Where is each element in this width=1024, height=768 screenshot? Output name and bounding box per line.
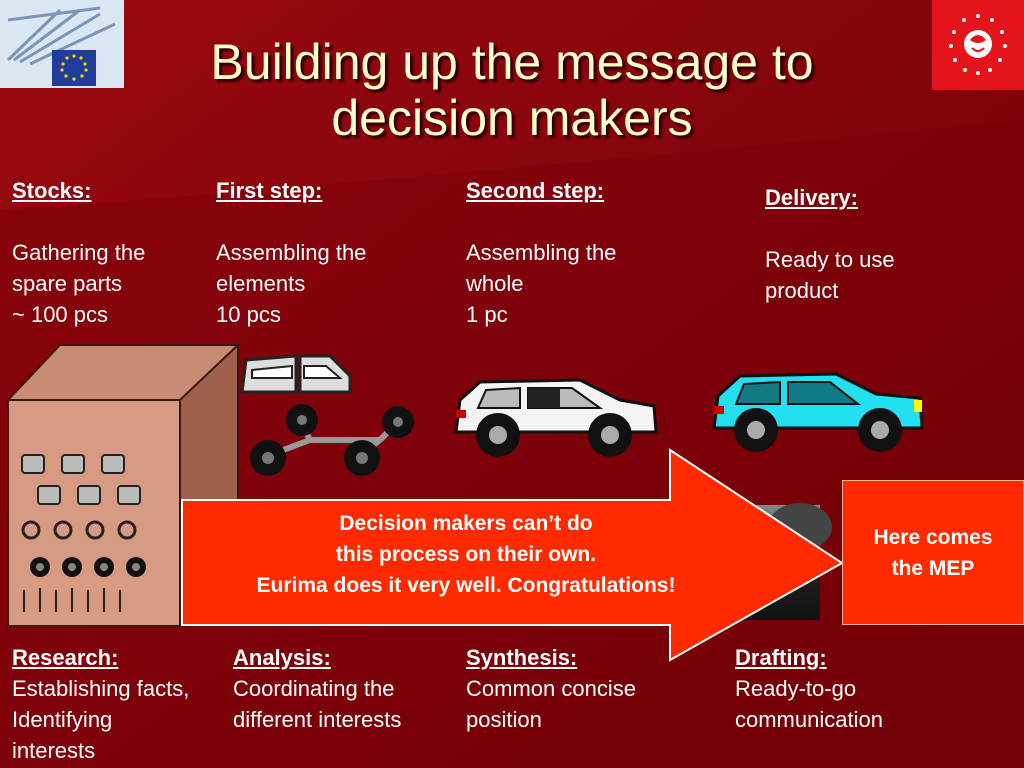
step-line: Ready-to-go — [735, 676, 857, 701]
stage-line: Gathering the — [12, 240, 146, 265]
step-drafting: Drafting: Ready-to-go communication — [735, 642, 975, 735]
step-line: Common concise — [466, 676, 636, 701]
banner-line: this process on their own. — [335, 543, 597, 566]
stage-line: elements — [216, 271, 306, 296]
rose-party-logo — [932, 0, 1024, 90]
step-line: Coordinating the — [233, 676, 395, 701]
step-line: interests — [12, 738, 96, 763]
stage-stocks: Stocks: Gathering the spare parts ~ 100 … — [12, 175, 212, 330]
mep-box: Here comes the MEP — [842, 480, 1024, 625]
step-research: Research: Establishing facts, Identifyin… — [12, 642, 227, 766]
stage-heading: Second step: — [466, 178, 605, 203]
step-line: different interests — [233, 707, 402, 732]
step-line: position — [466, 707, 542, 732]
stage-line: Ready to use — [765, 247, 895, 272]
cyan-suv — [712, 372, 924, 452]
step-analysis: Analysis: Coordinating the different int… — [233, 642, 458, 735]
banner-line: Eurima does it very well. Congratulation… — [256, 574, 676, 597]
mep-line: Here comes — [873, 525, 993, 549]
stage-line: product — [765, 278, 839, 303]
stage-line: whole — [466, 271, 524, 296]
stage-heading: Stocks: — [12, 178, 92, 203]
step-line: Establishing facts, — [12, 676, 190, 701]
stage-line: ~ 100 pcs — [12, 302, 109, 327]
stage-line: Assembling the — [216, 240, 367, 265]
arrow-banner-text: Decision makers can’t do this process on… — [186, 508, 746, 601]
stage-second-step: Second step: Assembling the whole 1 pc — [466, 175, 706, 330]
stage-line: 10 pcs — [216, 302, 281, 327]
step-heading: Synthesis: — [466, 645, 578, 670]
process-arrow — [181, 448, 844, 662]
banner-line: Decision makers can’t do — [339, 512, 593, 535]
stage-heading: Delivery: — [765, 185, 858, 210]
stage-first-step: First step: Assembling the elements 10 p… — [216, 175, 446, 330]
step-synthesis: Synthesis: Common concise position — [466, 642, 696, 735]
slide-title: Building up the message to decision make… — [210, 34, 814, 146]
step-heading: Analysis: — [233, 645, 331, 670]
stage-line: Assembling the — [466, 240, 617, 265]
mep-line: the MEP — [891, 556, 975, 580]
stage-line: 1 pc — [466, 302, 508, 327]
european-parliament-logo — [0, 0, 124, 88]
parts-crate — [5, 342, 241, 629]
stage-heading: First step: — [216, 178, 323, 203]
step-heading: Drafting: — [735, 645, 827, 670]
stage-line: spare parts — [12, 271, 123, 296]
step-line: Identifying — [12, 707, 113, 732]
white-suv — [454, 378, 658, 457]
car-parts — [240, 354, 414, 476]
stage-delivery: Delivery: Ready to use product — [765, 182, 985, 306]
step-line: communication — [735, 707, 883, 732]
step-heading: Research: — [12, 645, 119, 670]
